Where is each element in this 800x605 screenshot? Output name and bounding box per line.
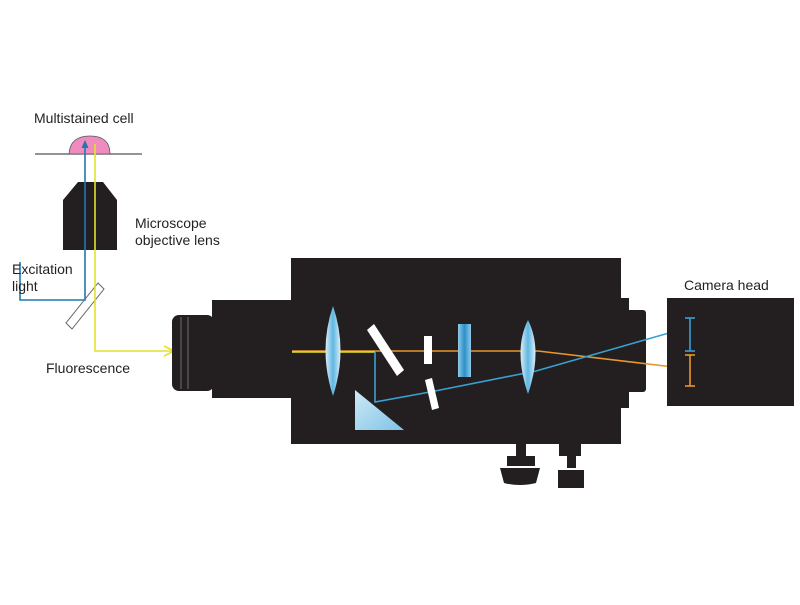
foot-right xyxy=(558,470,584,488)
excitation-light-path xyxy=(19,144,86,301)
output-tube xyxy=(624,310,646,392)
adapter-body xyxy=(212,300,292,398)
lens-2 xyxy=(520,320,536,394)
label-excitation-light: Excitation light xyxy=(12,261,73,294)
multistained-cell xyxy=(68,135,111,155)
filter xyxy=(458,324,471,377)
label-objective-lens: Microscope objective lens xyxy=(135,215,220,248)
input-tube xyxy=(172,315,214,391)
label-multistained-cell: Multistained cell xyxy=(34,110,134,126)
camera-head xyxy=(667,298,794,406)
foot-left xyxy=(500,468,540,485)
label-camera-head: Camera head xyxy=(684,277,769,293)
excitation-arrowhead xyxy=(81,140,89,148)
slit-upper xyxy=(424,336,432,364)
beam-splitter xyxy=(367,324,404,376)
objective-lens xyxy=(63,182,117,250)
slit-lower xyxy=(425,378,439,410)
fluorescence-path xyxy=(94,144,172,352)
prism xyxy=(355,390,404,430)
label-fluorescence: Fluorescence xyxy=(46,360,131,376)
orange-beam-out xyxy=(537,350,691,370)
lens-1 xyxy=(325,306,341,396)
